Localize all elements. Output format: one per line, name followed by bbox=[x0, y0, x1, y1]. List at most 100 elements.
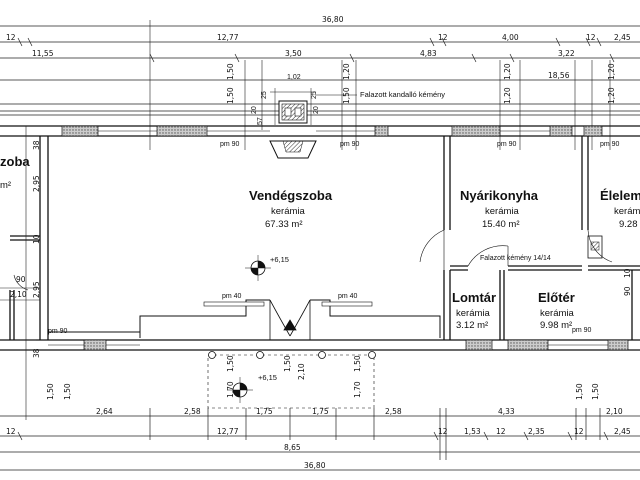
dimension-value: 8,65 bbox=[284, 443, 301, 452]
room-vendegszoba: Vendégszoba kerámia 67.33 m² bbox=[249, 188, 333, 230]
room-area: m² bbox=[0, 180, 11, 191]
fireplace-chimney-label: Falazott kandalló kémény bbox=[360, 90, 445, 99]
window-label: pm 90 bbox=[220, 141, 240, 148]
kitchen-chimney bbox=[587, 235, 603, 259]
top-dimension-lines bbox=[0, 25, 640, 116]
window-label: pm 90 bbox=[48, 328, 68, 335]
level-inner-value: +6,15 bbox=[270, 255, 289, 264]
dimension-value: 90 bbox=[623, 286, 632, 296]
dimension-value: 1,75 bbox=[256, 407, 273, 416]
room-name: Előtér bbox=[538, 290, 575, 305]
dimension-value: 2,35 bbox=[528, 427, 545, 436]
dim-fireplace-c: 20 bbox=[251, 106, 258, 114]
dimension-value: 2,10 bbox=[10, 290, 27, 299]
level-outer-value: +6,15 bbox=[258, 373, 277, 382]
left-dimension-lines bbox=[0, 126, 40, 420]
dim-overall-top: 36,80 bbox=[322, 15, 344, 24]
dim-top-r2-a: 12 bbox=[6, 33, 16, 42]
dim-top-r3-a: 11,55 bbox=[32, 49, 54, 58]
dimension-value: 1,20 bbox=[503, 63, 512, 80]
room-name: Lomtár bbox=[452, 290, 496, 305]
dimension-value: 1,50 bbox=[283, 355, 292, 372]
dimension-value: 10 bbox=[623, 268, 632, 278]
dimension-value: 2,58 bbox=[385, 407, 402, 416]
room-floor: kerámia bbox=[540, 308, 575, 319]
room-lomtar: Lomtár kerámia 3.12 m² bbox=[452, 290, 496, 331]
dimension-value: 2,58 bbox=[184, 407, 201, 416]
dimension-value: 90 bbox=[16, 275, 26, 284]
door-swings bbox=[13, 229, 613, 291]
dimension-value: 1,50 bbox=[226, 355, 235, 372]
small-windows bbox=[203, 301, 373, 307]
dimension-value: 2,64 bbox=[96, 407, 113, 416]
terrace-posts bbox=[208, 351, 376, 359]
main-entrance-door bbox=[269, 299, 311, 340]
room-area: 9.98 m² bbox=[540, 320, 572, 331]
dimension-value: 2,95 bbox=[32, 175, 41, 192]
room-area: 3.12 m² bbox=[456, 320, 488, 331]
dimension-value: 38 bbox=[32, 348, 41, 358]
bottom-dimension-lines bbox=[0, 408, 640, 471]
dimension-value: 4,33 bbox=[498, 407, 515, 416]
room-left: zoba m² bbox=[0, 154, 30, 191]
dim-top-r3-b: 3,50 bbox=[285, 49, 302, 58]
dim-fireplace-b: 25 bbox=[311, 91, 318, 99]
right-dims: 90 10 1,50 1,50 bbox=[575, 268, 632, 400]
dim-fireplace-width: 1,02 bbox=[287, 74, 301, 81]
fireplace-chimney: 1,02 25 25 20 20 57 bbox=[251, 74, 357, 159]
room-floor: kerámia bbox=[485, 206, 520, 217]
dimension-value: 2,45 bbox=[614, 427, 631, 436]
window-markers: pm 90 pm 90 pm 90 pm 90 pm 40 pm 40 pm 9… bbox=[48, 141, 620, 335]
dimension-value: 1,50 bbox=[226, 63, 235, 80]
dimension-value: 1,50 bbox=[591, 383, 600, 400]
dimension-value: 1,70 bbox=[353, 381, 362, 398]
room-name: zoba bbox=[0, 154, 30, 169]
dimension-value: 1,50 bbox=[226, 87, 235, 104]
dimension-value: 12 bbox=[438, 427, 448, 436]
dimension-value: 12 bbox=[6, 427, 16, 436]
dimension-value: 1,20 bbox=[342, 63, 351, 80]
dimension-value: 36,80 bbox=[304, 461, 326, 470]
dimension-value: 1,20 bbox=[503, 87, 512, 104]
dimension-value: 1,53 bbox=[464, 427, 481, 436]
window-label: pm 90 bbox=[340, 141, 360, 148]
dimension-value: 2,95 bbox=[32, 281, 41, 298]
room-floor: kerámia bbox=[271, 206, 306, 217]
terrace-dims: 1,50 1,70 1,50 2,10 1,50 1,70 bbox=[226, 355, 362, 398]
dim-top-r3-c: 4,83 bbox=[420, 49, 437, 58]
dimension-value: 1,50 bbox=[575, 383, 584, 400]
level-marker-outer: +6,15 bbox=[227, 373, 277, 403]
room-nyarikonyha: Nyárikonyha kerámia 15.40 m² Falazott ké… bbox=[460, 188, 551, 262]
window-label: pm 40 bbox=[222, 293, 242, 300]
dimension-value: 1,50 bbox=[63, 383, 72, 400]
dim-top-r2-c: 12 bbox=[438, 33, 448, 42]
dim-fireplace-e: 57 bbox=[257, 117, 264, 125]
window-label: pm 90 bbox=[572, 327, 592, 334]
room-name: Vendégszoba bbox=[249, 188, 333, 203]
room-eloter: Előtér kerámia 9.98 m² bbox=[538, 290, 575, 331]
room-area: 9.28 bbox=[619, 219, 638, 230]
dim-top-r2-f: 2,45 bbox=[614, 33, 631, 42]
dimension-value: 10 bbox=[32, 234, 41, 244]
dim-top-r2-d: 4,00 bbox=[502, 33, 519, 42]
window-label: pm 90 bbox=[497, 141, 517, 148]
room-area: 67.33 m² bbox=[265, 219, 303, 230]
dimension-value: 1,50 bbox=[342, 87, 351, 104]
room-floor: kerámia bbox=[614, 206, 640, 217]
dimension-value: 12 bbox=[496, 427, 506, 436]
dimension-value: 2,10 bbox=[606, 407, 623, 416]
room-area: 15.40 m² bbox=[482, 219, 520, 230]
dimension-value: 38 bbox=[32, 140, 41, 150]
dimension-value: 12,77 bbox=[217, 427, 239, 436]
dimension-value: 1,20 bbox=[607, 87, 616, 104]
dimension-value: 2,10 bbox=[297, 363, 306, 380]
room-name: Élelem bbox=[600, 188, 640, 203]
dimension-value: 1,20 bbox=[607, 63, 616, 80]
dimension-value: 1,50 bbox=[46, 383, 55, 400]
dim-top-r3-d: 3,22 bbox=[558, 49, 575, 58]
level-marker-inner: +6,15 bbox=[245, 255, 289, 281]
dimension-value: 1,75 bbox=[312, 407, 329, 416]
bottom-dims: 2,64 2,58 1,75 1,75 2,58 4,33 2,10 12 12… bbox=[6, 407, 631, 470]
interior-partitions bbox=[443, 136, 640, 340]
